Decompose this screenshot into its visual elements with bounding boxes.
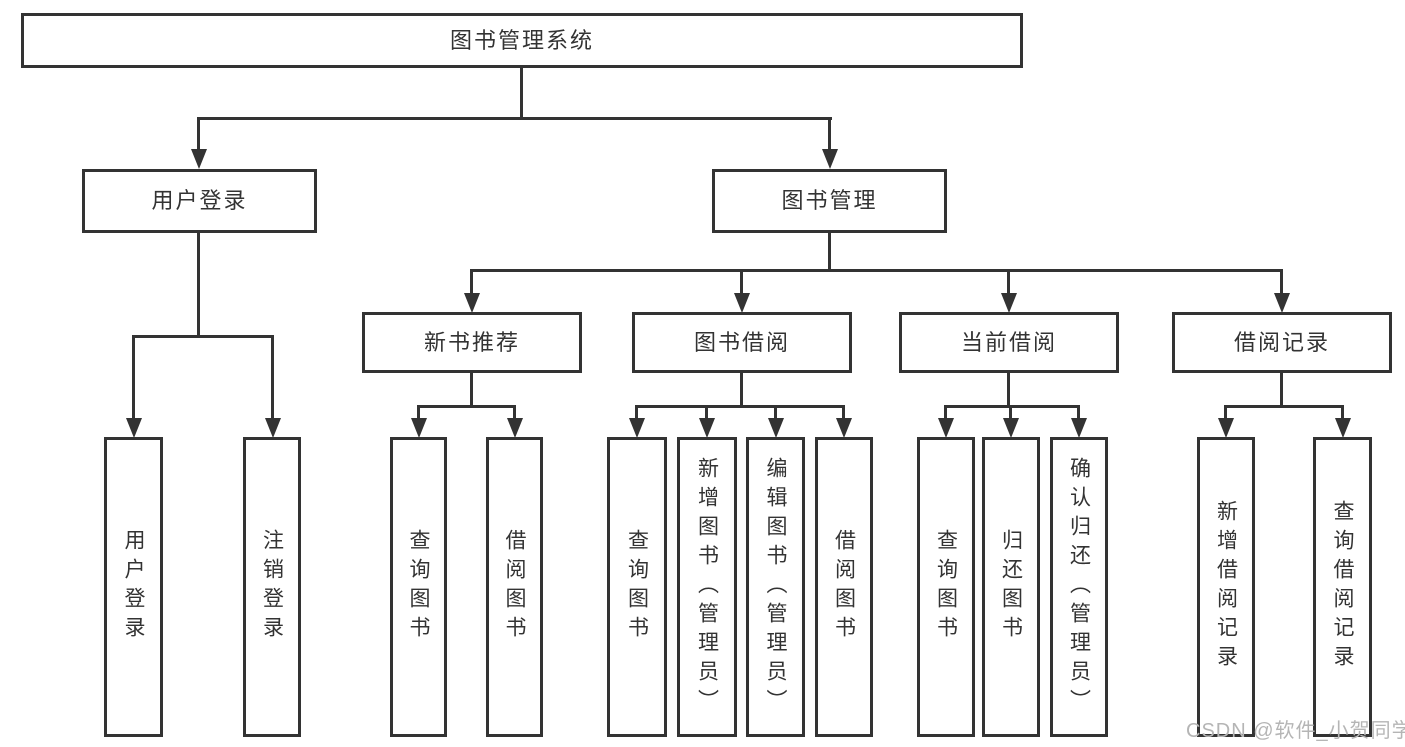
arrowhead-down-icon (1218, 418, 1234, 438)
connector-drop-bb-add (705, 405, 708, 421)
arrowhead-down-icon (629, 418, 645, 438)
connector-drop-nbr-query (417, 405, 420, 421)
connector-cb-stem (1007, 373, 1010, 407)
node-leaf-br-add-record: 新增借阅记录 (1197, 437, 1255, 737)
connector-drop-bb-borrow (842, 405, 845, 421)
connector-book-mgmt-stem (828, 233, 831, 272)
connector-level1-hline (197, 117, 832, 120)
node-leaf-cb-query-books: 查询图书 (917, 437, 975, 737)
connector-drop-br-query (1341, 405, 1344, 421)
connector-drop-current-borrow (1007, 269, 1010, 296)
node-current-borrowing: 当前借阅 (899, 312, 1119, 373)
connector-user-login-stem (197, 233, 200, 337)
connector-drop-ul-logout (271, 335, 274, 421)
csdn-watermark: CSDN @软件_小贺同学 (1186, 720, 1405, 742)
node-leaf-cb-return-books: 归还图书 (982, 437, 1040, 737)
connector-bb-stem (740, 373, 743, 407)
node-leaf-br-query-record: 查询借阅记录 (1313, 437, 1372, 737)
arrowhead-down-icon (822, 149, 838, 169)
node-book-borrowing: 图书借阅 (632, 312, 852, 373)
connector-drop-bb-edit (774, 405, 777, 421)
connector-drop-bb-query (635, 405, 638, 421)
node-root: 图书管理系统 (21, 13, 1023, 68)
node-leaf-user-login: 用户登录 (104, 437, 163, 737)
arrowhead-down-icon (265, 418, 281, 438)
connector-drop-ul-login (132, 335, 135, 421)
node-leaf-bb-query-books: 查询图书 (607, 437, 667, 737)
connector-drop-book-borrow (740, 269, 743, 296)
node-leaf-bb-edit-books-admin: 编辑图书（管理员） (746, 437, 805, 737)
arrowhead-down-icon (836, 418, 852, 438)
node-leaf-nbr-borrow-books: 借阅图书 (486, 437, 543, 737)
connector-drop-cb-confirm (1077, 405, 1080, 421)
node-book-management: 图书管理 (712, 169, 947, 233)
node-leaf-logout: 注销登录 (243, 437, 301, 737)
connector-drop-user-login (197, 117, 200, 152)
arrowhead-down-icon (768, 418, 784, 438)
node-borrowing-records: 借阅记录 (1172, 312, 1392, 373)
connector-br-hline (1224, 405, 1344, 408)
arrowhead-down-icon (191, 149, 207, 169)
node-leaf-nbr-query-books: 查询图书 (390, 437, 447, 737)
connector-cb-hline (944, 405, 1080, 408)
node-leaf-cb-confirm-return-admin: 确认归还（管理员） (1050, 437, 1108, 737)
arrowhead-down-icon (507, 418, 523, 438)
connector-br-stem (1280, 373, 1283, 407)
node-leaf-bb-borrow-books: 借阅图书 (815, 437, 873, 737)
node-leaf-bb-add-books-admin: 新增图书（管理员） (677, 437, 737, 737)
connector-drop-new-book-rec (470, 269, 473, 296)
arrowhead-down-icon (699, 418, 715, 438)
connector-drop-br-add (1224, 405, 1227, 421)
arrowhead-down-icon (1335, 418, 1351, 438)
connector-level3-hline (470, 269, 1283, 272)
connector-drop-nbr-borrow (513, 405, 516, 421)
connector-drop-borrow-record (1280, 269, 1283, 296)
arrowhead-down-icon (1274, 293, 1290, 313)
connector-bb-hline (635, 405, 845, 408)
connector-nbr-stem (470, 373, 473, 407)
arrowhead-down-icon (734, 293, 750, 313)
node-user-login: 用户登录 (82, 169, 317, 233)
arrowhead-down-icon (464, 293, 480, 313)
connector-nbr-hline (417, 405, 516, 408)
node-new-book-recommend: 新书推荐 (362, 312, 582, 373)
arrowhead-down-icon (1001, 293, 1017, 313)
arrowhead-down-icon (411, 418, 427, 438)
arrowhead-down-icon (1003, 418, 1019, 438)
arrowhead-down-icon (938, 418, 954, 438)
connector-root-stem (520, 68, 523, 118)
connector-drop-cb-return (1009, 405, 1012, 421)
connector-user-login-hline (132, 335, 274, 338)
arrowhead-down-icon (126, 418, 142, 438)
arrowhead-down-icon (1071, 418, 1087, 438)
connector-drop-book-mgmt (828, 117, 831, 152)
connector-drop-cb-query (944, 405, 947, 421)
